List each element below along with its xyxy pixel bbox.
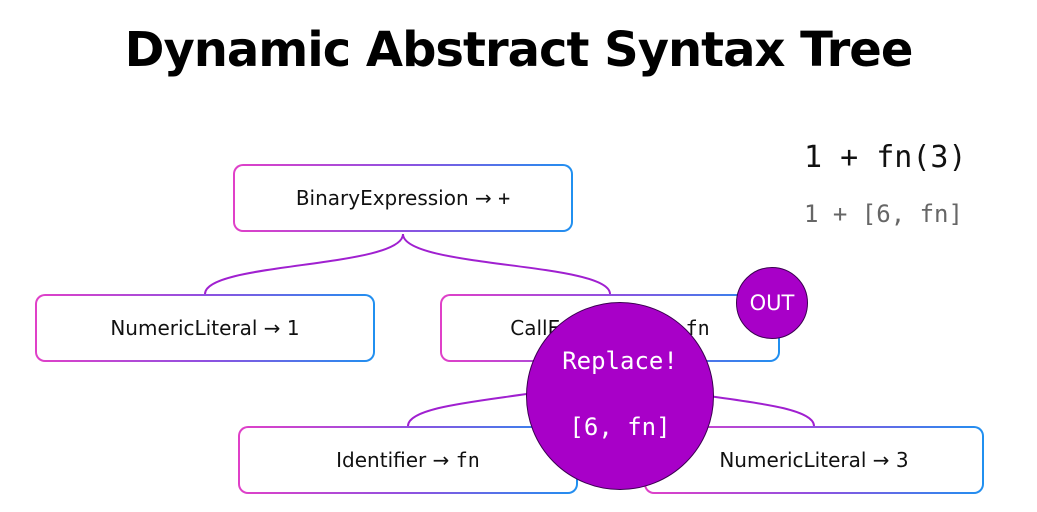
edge-root-left <box>204 233 404 295</box>
replace-callout: Replace! [6, fn] <box>526 302 714 490</box>
page-title: Dynamic Abstract Syntax Tree <box>124 22 914 78</box>
node-type-label: NumericLiteral <box>110 316 258 340</box>
node-value: 1 <box>286 316 300 340</box>
arrow-icon: → <box>432 448 450 472</box>
node-type-label: NumericLiteral <box>719 448 867 472</box>
node-value: + <box>498 186 511 210</box>
node-type-label: Identifier <box>336 448 427 472</box>
arrow-icon: → <box>475 186 492 210</box>
replace-value: [6, fn] <box>569 413 671 441</box>
edge-root-call <box>402 233 611 295</box>
node-value: 3 <box>895 448 909 472</box>
node-type-label: BinaryExpression <box>295 186 469 210</box>
replace-title: Replace! <box>562 347 678 375</box>
out-badge: OUT <box>736 267 808 339</box>
result-code: 1 + [6, fn] <box>804 200 963 228</box>
node-value: fn <box>455 448 480 472</box>
node-binary-expression: BinaryExpression → + <box>233 164 573 232</box>
node-numeric-literal-1: NumericLiteral → 1 <box>35 294 375 362</box>
arrow-icon: → <box>872 448 890 472</box>
source-code: 1 + fn(3) <box>804 140 967 175</box>
node-identifier: Identifier → fn <box>238 426 578 494</box>
arrow-icon: → <box>263 316 281 340</box>
